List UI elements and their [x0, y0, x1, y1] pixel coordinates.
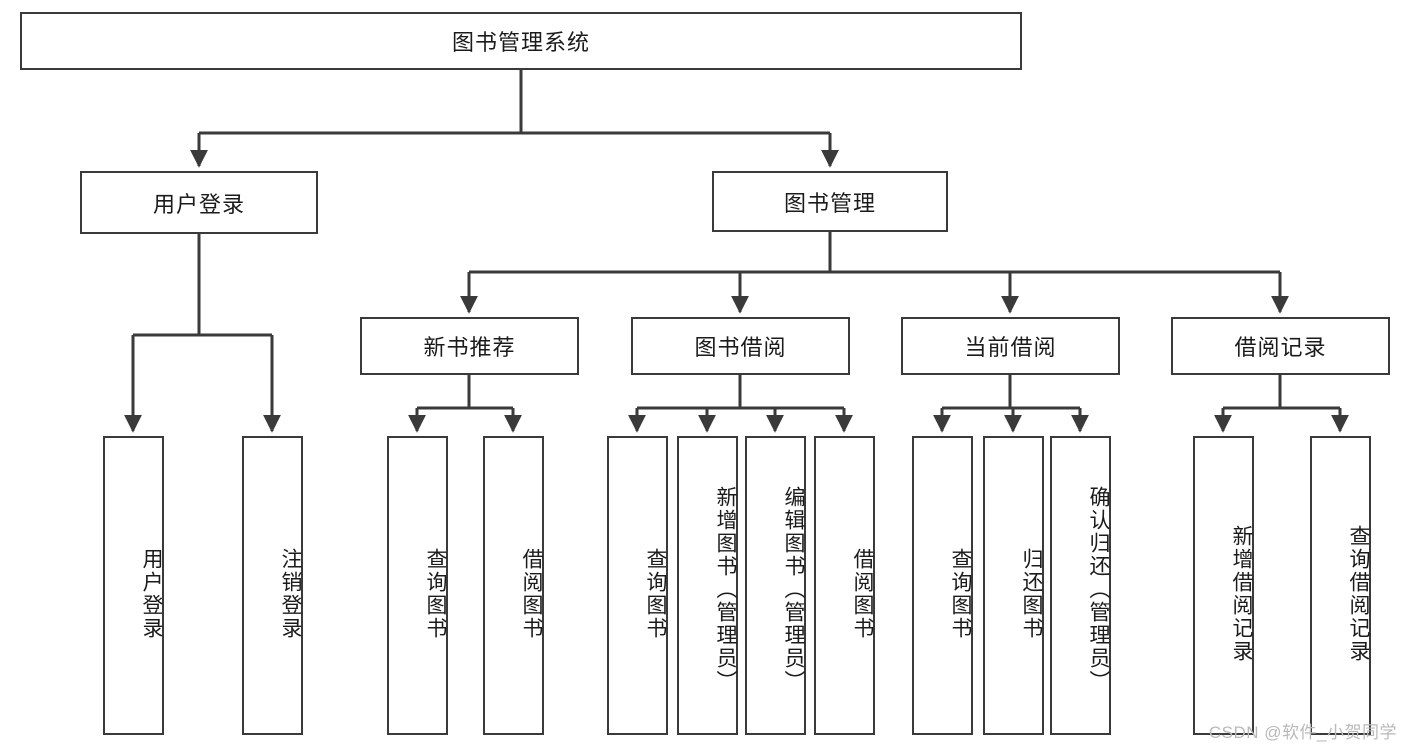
node-current-borrow[interactable]: 当前借阅 — [901, 317, 1120, 375]
node-leaf-borrow-book-2[interactable]: 借阅图书 — [814, 436, 875, 735]
node-leaf-add-book-label: 新增图书（管理员） — [714, 486, 737, 693]
node-leaf-return-book-label: 归还图书 — [1020, 547, 1043, 640]
node-leaf-borrow-book-1-label: 借阅图书 — [520, 547, 543, 640]
node-leaf-add-record[interactable]: 新增借阅记录 — [1193, 436, 1254, 735]
node-leaf-query-book-3[interactable]: 查询图书 — [912, 436, 973, 735]
node-leaf-add-book[interactable]: 新增图书（管理员） — [677, 436, 738, 735]
node-leaf-return-book[interactable]: 归还图书 — [983, 436, 1044, 735]
node-book-manage[interactable]: 图书管理 — [712, 171, 948, 232]
node-user-login-label: 用户登录 — [152, 191, 245, 217]
node-book-manage-label: 图书管理 — [783, 190, 876, 216]
node-leaf-query-book-2-label: 查询图书 — [644, 547, 667, 640]
node-leaf-borrow-book-2-label: 借阅图书 — [851, 547, 874, 640]
node-borrow-record-label: 借阅记录 — [1234, 335, 1327, 360]
node-leaf-user-login[interactable]: 用户登录 — [103, 436, 164, 735]
node-leaf-add-record-label: 新增借阅记录 — [1230, 524, 1253, 663]
node-borrow-record[interactable]: 借阅记录 — [1171, 317, 1390, 375]
node-current-borrow-label: 当前借阅 — [964, 335, 1057, 360]
node-leaf-user-login-label: 用户登录 — [140, 547, 163, 640]
node-leaf-edit-book-label: 编辑图书（管理员） — [782, 486, 805, 693]
node-new-book-recommend[interactable]: 新书推荐 — [360, 317, 579, 375]
node-leaf-user-logout[interactable]: 注销登录 — [242, 436, 303, 735]
node-book-borrow[interactable]: 图书借阅 — [631, 317, 850, 375]
node-leaf-borrow-book-1[interactable]: 借阅图书 — [483, 436, 544, 735]
node-leaf-query-book-1[interactable]: 查询图书 — [387, 436, 448, 735]
node-root-label: 图书管理系统 — [451, 30, 590, 55]
node-user-login[interactable]: 用户登录 — [80, 171, 318, 234]
node-new-book-recommend-label: 新书推荐 — [423, 335, 516, 360]
node-leaf-query-book-2[interactable]: 查询图书 — [607, 436, 668, 735]
node-leaf-query-book-3-label: 查询图书 — [949, 547, 972, 640]
node-book-borrow-label: 图书借阅 — [694, 335, 787, 360]
node-leaf-query-record-label: 查询借阅记录 — [1347, 524, 1370, 663]
node-leaf-user-logout-label: 注销登录 — [279, 547, 302, 640]
node-leaf-query-book-1-label: 查询图书 — [424, 547, 447, 640]
node-leaf-edit-book[interactable]: 编辑图书（管理员） — [745, 436, 806, 735]
node-root[interactable]: 图书管理系统 — [20, 12, 1022, 70]
node-leaf-query-record[interactable]: 查询借阅记录 — [1310, 436, 1371, 735]
node-leaf-confirm-return[interactable]: 确认归还（管理员） — [1050, 436, 1111, 735]
node-leaf-confirm-return-label: 确认归还（管理员） — [1087, 486, 1110, 693]
csdn-watermark: CSDN @软件_小贺同学 — [1208, 723, 1397, 742]
